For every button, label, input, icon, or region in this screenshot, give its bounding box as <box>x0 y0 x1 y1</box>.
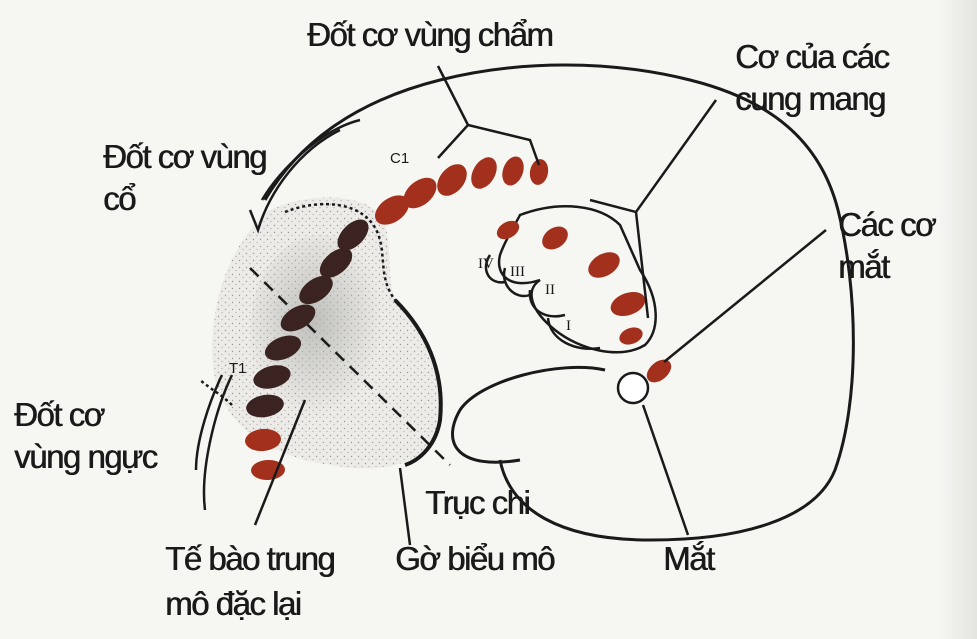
marker-arch-iv: IV <box>478 256 494 272</box>
arch-muscle-primordia <box>496 220 672 383</box>
arch-muscle <box>542 226 568 250</box>
cervical-bracket-outer <box>260 118 361 201</box>
somite <box>246 394 284 418</box>
label-neural-crest-line2: mô đặc lại <box>165 585 302 622</box>
thoracic-bracket <box>202 374 234 511</box>
mesenchyme-boundary-lower <box>199 379 233 406</box>
arch-muscles-leader <box>589 99 718 319</box>
leader-lines <box>253 65 827 546</box>
somite <box>251 459 285 481</box>
label-eye: Mắt <box>663 540 715 577</box>
eye-leader <box>641 404 690 536</box>
embryo-lower-outline <box>451 365 606 464</box>
ridge-leader <box>398 467 412 546</box>
somite <box>337 219 369 251</box>
somite <box>437 164 467 196</box>
label-occipital-somites: Đốt cơ vùng chẩm <box>307 16 554 53</box>
somite <box>529 159 549 185</box>
label-arch-muscles-line1: Cơ của các <box>735 38 890 75</box>
cervical-bracket <box>248 128 341 234</box>
marker-t1: T1 <box>229 360 247 377</box>
somite <box>502 156 524 186</box>
arch-groove-ii <box>528 289 566 318</box>
thoracic-bracket-inner <box>194 374 224 471</box>
arch-muscle <box>496 220 520 240</box>
pharyngeal-arches <box>497 205 657 354</box>
marker-arch-ii: II <box>545 282 555 298</box>
label-thoracic-somites-line2: vùng ngực <box>14 438 158 475</box>
somite <box>471 157 497 189</box>
label-arch-muscles-line2: cung mang <box>735 80 886 117</box>
label-cervical-somites-line2: cổ <box>103 180 136 217</box>
eye-muscles-leader <box>663 229 827 363</box>
label-limb-axis: Trục chi <box>425 484 531 521</box>
cervical-somites <box>246 219 369 418</box>
occipital-leader <box>436 65 541 166</box>
somite <box>245 428 281 452</box>
arch-groove-iv <box>484 254 506 284</box>
somite <box>319 248 353 278</box>
mesenchyme-boundary <box>284 202 397 301</box>
page-edge-shadow <box>937 0 977 639</box>
label-eye-muscles-line2: mắt <box>838 248 890 285</box>
occipital-somites <box>374 156 549 225</box>
somite <box>264 335 302 361</box>
marker-arch-iii: III <box>510 264 525 280</box>
arch-groove-i <box>546 317 601 350</box>
label-epithelial-ridge: Gờ biểu mô <box>395 540 555 577</box>
somite <box>403 177 437 209</box>
arch-groove-iii <box>502 267 531 298</box>
thoracic-somites <box>245 428 285 481</box>
somite <box>280 304 316 332</box>
label-neural-crest-line1: Tế bào trung <box>165 540 336 577</box>
marker-c1: C1 <box>390 150 409 167</box>
embryo-head-outline <box>263 63 855 542</box>
marker-arch-i: I <box>566 318 571 334</box>
limb-axis-line <box>249 267 451 466</box>
neural-crest-leader <box>253 399 307 526</box>
label-thoracic-somites-line1: Đốt cơ <box>14 396 105 433</box>
apical-ridge <box>393 298 443 467</box>
somite <box>299 275 333 305</box>
eye-vesicle <box>616 371 650 405</box>
somite <box>374 195 410 225</box>
arch-muscle <box>619 327 643 345</box>
somite <box>253 365 291 389</box>
arch-muscle <box>610 291 646 317</box>
arch-muscle <box>588 252 620 278</box>
label-eye-muscles-line1: Các cơ <box>838 206 937 243</box>
eye-muscle <box>646 359 672 383</box>
label-cervical-somites-line1: Đốt cơ vùng <box>103 138 267 175</box>
